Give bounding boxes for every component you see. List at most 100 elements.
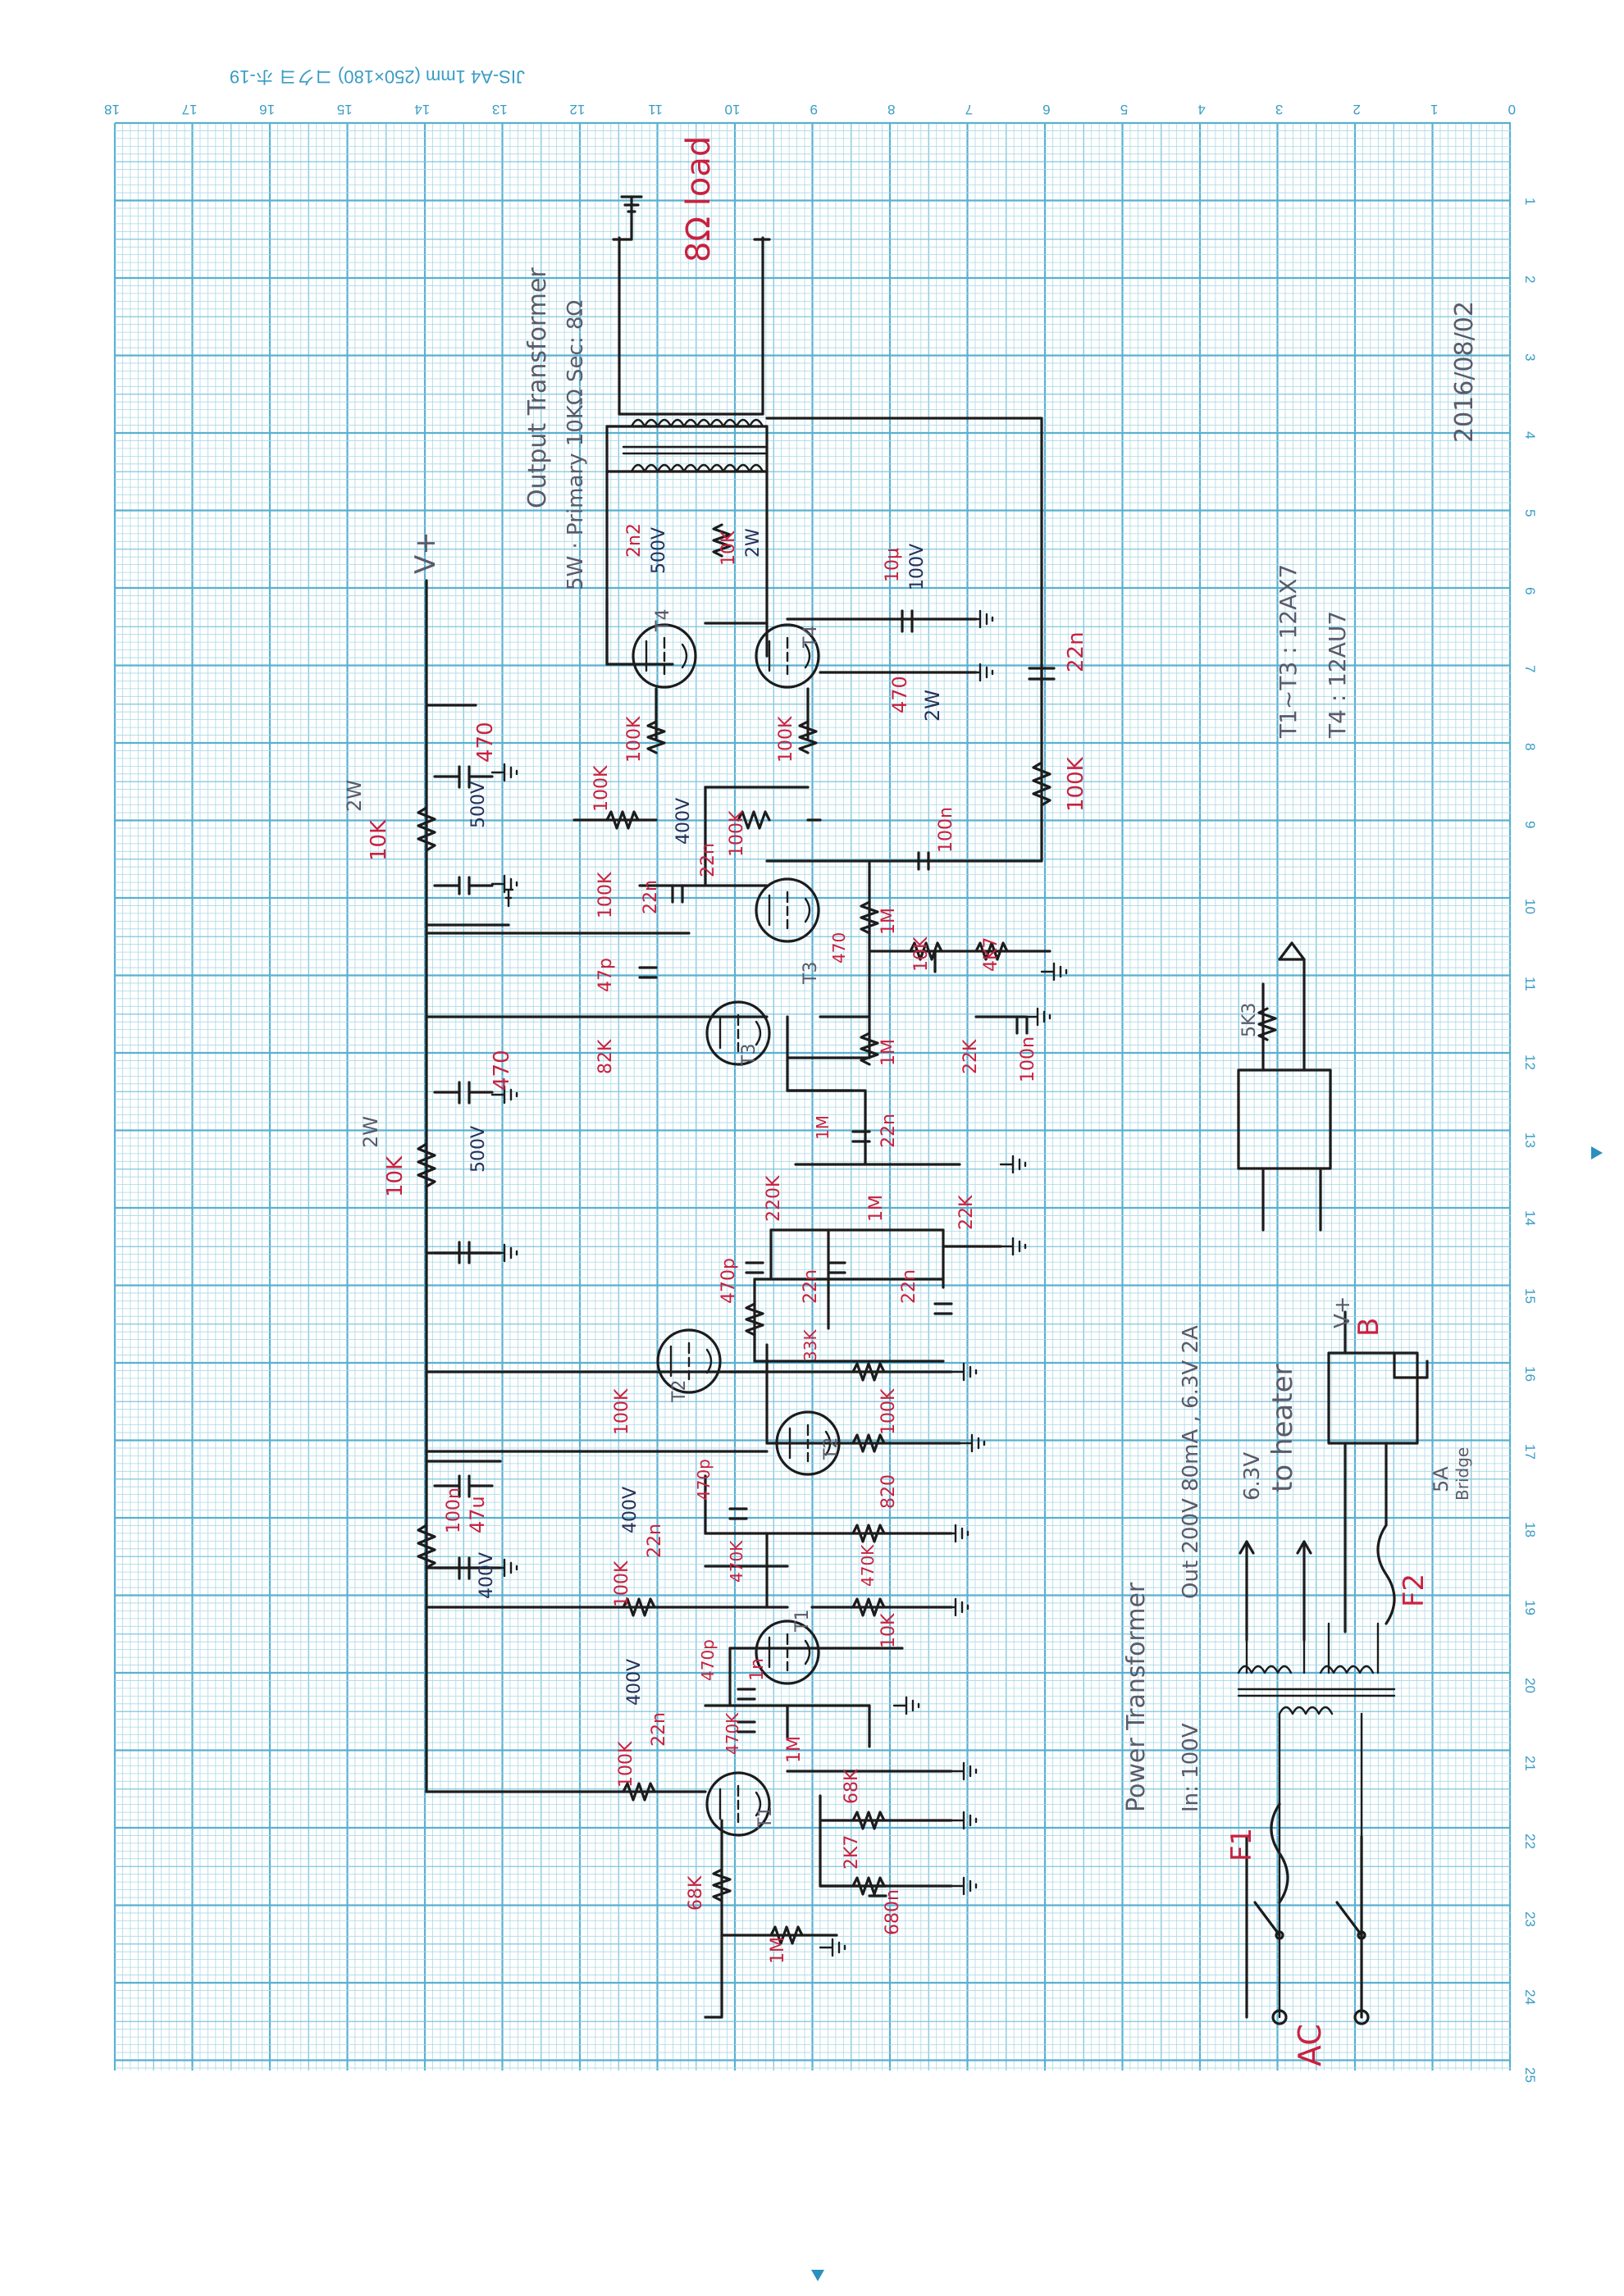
output-transformer-spec: 5W · Primary 10KΩ Sec: 8Ω: [563, 300, 588, 590]
bridge-rating: 5A: [1430, 1466, 1453, 1492]
label-r-82k: 82K: [595, 1039, 616, 1074]
label-c-10u: 10μ: [883, 548, 903, 582]
tube-electrodes: [768, 1633, 811, 1672]
top-scale-number: 3: [1275, 102, 1283, 117]
side-scale-number: 13: [1522, 1132, 1538, 1148]
label-r-10k-b2w: 10K: [367, 819, 391, 861]
label-c-22n-e: 22n: [899, 1269, 919, 1304]
label-c-400v-a: 400V: [477, 1552, 497, 1599]
tube-types-line1: T1~T3 : 12AX7: [1275, 564, 1302, 739]
label-c-22n-400: 22n: [698, 843, 718, 877]
label-r-100k-b: 100K: [595, 872, 616, 918]
side-scale-number: 9: [1522, 821, 1538, 828]
top-scale-number: 4: [1197, 102, 1205, 117]
tube-label-t3a: T3: [801, 962, 821, 985]
power-transformer-out: Out 200V 80mA , 6.3V 2A: [1179, 1325, 1203, 1599]
label-r-68k: 68K: [842, 1769, 862, 1804]
to-heater-label: to heater: [1266, 1364, 1299, 1492]
bridge-label: Bridge: [1453, 1447, 1472, 1501]
tube-electrodes: [788, 1424, 832, 1463]
label-c-2n2-v: 500V: [649, 527, 669, 574]
power-transformer-label: Power Transformer: [1122, 1582, 1151, 1812]
tube-electrodes: [768, 636, 811, 676]
side-scale-number: 12: [1522, 1055, 1538, 1070]
side-scale: 1234567891011121314151617181920212223242…: [1522, 198, 1538, 2083]
graph-paper-grid: [113, 121, 1512, 2070]
output-transformer-label: Output Transformer: [523, 267, 552, 508]
label-c-470u-a: 470: [473, 722, 498, 763]
side-scale-number: 7: [1522, 665, 1538, 672]
side-scale-number: 8: [1522, 743, 1538, 750]
side-scale-number: 1: [1522, 198, 1538, 205]
tube-envelope: [775, 1410, 841, 1476]
side-scale-number: 14: [1522, 1210, 1538, 1226]
label-pot-1m-b: 1M: [866, 1195, 887, 1222]
label-r-10k-a: 10K: [718, 531, 739, 566]
label-r-4k7: 4K7: [981, 937, 1001, 972]
top-scale-number: 18: [104, 102, 120, 117]
label-c-47p: 47p: [595, 958, 616, 992]
label-r-470: 470: [888, 676, 911, 713]
label-r-22k: 22K: [960, 1039, 981, 1074]
label-c-680n: 680n: [883, 1889, 903, 1935]
heater-voltage: 6.3V: [1240, 1452, 1265, 1501]
label-c-470p-b: 470p: [694, 1459, 714, 1501]
label-r-1m-b: 1M: [878, 1039, 899, 1066]
top-scale-number: 14: [414, 102, 430, 117]
label-r-100k-c: 100K: [612, 1560, 632, 1607]
annotations: 2016/08/02 T1~T3 : 12AX7 T4 : 12AU7 Outp…: [409, 136, 1479, 2066]
label-r-470k-b: 470K: [858, 1544, 878, 1587]
top-scale-number: 0: [1508, 102, 1516, 117]
side-scale-number: 25: [1522, 2067, 1538, 2083]
label-r-470-b: 470: [829, 932, 849, 963]
label-c-100n-c: 100n: [444, 1487, 464, 1533]
label-r-10k-a-p: 2W: [743, 528, 764, 558]
label-c-47u: 47u: [466, 1496, 489, 1533]
label-c-470u-a-v: 500V: [468, 781, 489, 828]
label-c-22n-400-v: 400V: [673, 798, 694, 845]
b-plus-label: B: [1353, 1318, 1385, 1337]
v-plus-top-label: V+: [409, 531, 442, 574]
label-r-5k3: 5K3: [1239, 1003, 1260, 1037]
label-r-100k-g4c: 100K: [776, 716, 796, 763]
side-scale-number: 20: [1522, 1678, 1538, 1693]
tube-electrodes: [645, 636, 688, 676]
label-r-10k-c: 10K: [383, 1155, 408, 1197]
power-supply: [1237, 941, 1429, 2025]
side-scale-number: 11: [1522, 977, 1538, 991]
top-scale-number: 17: [182, 102, 198, 117]
side-scale-number: 5: [1522, 509, 1538, 517]
side-scale-number: 21: [1522, 1756, 1538, 1771]
label-r-68k-in: 68K: [686, 1875, 706, 1911]
tube-label-t4b: T4: [801, 626, 821, 649]
power-transformer-in: In: 100V: [1179, 1723, 1203, 1812]
label-pot-1m-c: 1M: [784, 1736, 805, 1763]
label-pot-22k: 22K: [956, 1195, 977, 1230]
tube-electrodes: [718, 1014, 762, 1053]
tube-envelope: [656, 1328, 722, 1394]
paper-header: JIS-A4 1mm (250×180) コクヨ ホ-19: [230, 66, 525, 87]
load-label: 8Ω load: [680, 136, 718, 262]
side-scale-number: 24: [1522, 1989, 1538, 2005]
side-scale-number: 19: [1522, 1600, 1538, 1615]
tube-electrodes: [669, 1342, 713, 1381]
label-c-22n-g: 22n: [649, 1712, 669, 1747]
top-scale-number: 9: [810, 102, 818, 117]
ground-symbols: [490, 609, 1068, 1957]
tube-envelope: [755, 1620, 820, 1685]
alignment-marker-right: [1591, 1146, 1603, 1159]
top-scale-number: 8: [887, 102, 895, 117]
v-plus-psu-label: V+: [1330, 1296, 1355, 1328]
label-r-1m-in: 1M: [768, 1937, 788, 1964]
tube-electrodes: [768, 891, 811, 930]
side-scale-number: 23: [1522, 1911, 1538, 1927]
label-c-470u-b: 470: [490, 1050, 514, 1091]
label-c-22n-f: 22n: [645, 1524, 665, 1558]
label-c-470p-a: 470p: [718, 1258, 739, 1304]
label-r-100k-t2b: 100K: [878, 1388, 899, 1435]
label-c-22n-c: 22n: [878, 1114, 899, 1148]
label-c-1n: 1n: [747, 1658, 768, 1681]
side-scale-number: 22: [1522, 1834, 1538, 1849]
date-note: 2016/08/02: [1450, 301, 1479, 443]
label-r-10k-c-p: 2W: [359, 1116, 382, 1148]
